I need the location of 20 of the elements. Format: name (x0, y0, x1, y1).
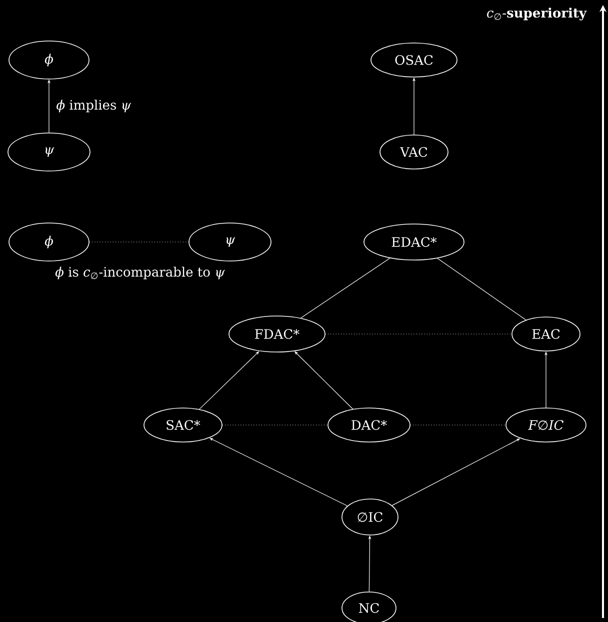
ellipse-node: F∅IC (506, 408, 586, 442)
line (437, 258, 526, 320)
ellipse-node: ϕ (8, 222, 90, 262)
ellipse-node: ∅IC (342, 498, 398, 536)
ellipse-node: ψ (8, 132, 90, 172)
ellipse-node: ϕ (8, 40, 90, 80)
ellipse-node: FDAC* (228, 316, 326, 352)
dotted-line (410, 424, 506, 426)
ellipse-node: DAC* (328, 408, 410, 442)
ellipse-node: VAC (380, 134, 448, 170)
ellipse-node: ψ (188, 222, 272, 262)
edge-label: ϕ implies ψ (56, 100, 132, 112)
ellipse-node: EDAC* (364, 224, 464, 260)
ellipse-node: OSAC (370, 42, 458, 78)
ellipse-node: SAC* (144, 408, 222, 442)
ellipse-node: EAC (512, 316, 580, 352)
edge-label: ϕ is c$_{∅}$-incomparable to ψ (55, 266, 225, 280)
line (300, 258, 390, 318)
dotted-line (222, 424, 328, 426)
axis-label: c$_{∅}$-superiority (487, 8, 587, 20)
